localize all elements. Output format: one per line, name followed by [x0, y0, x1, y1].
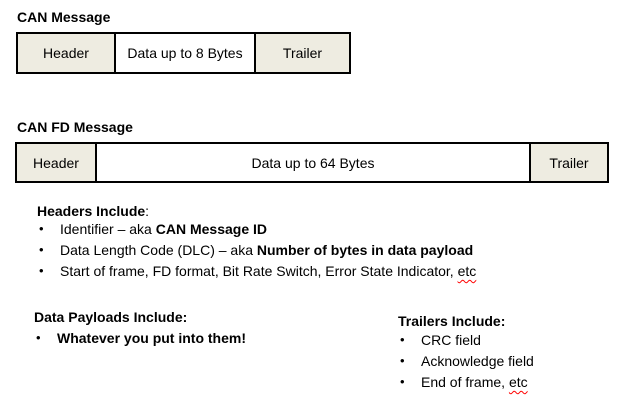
headers-include-heading: Headers Include: — [37, 203, 149, 219]
spellcheck-word: etc — [508, 374, 528, 390]
list-item: • Acknowledge field — [398, 353, 534, 369]
bullet-text-plain: CRC field — [421, 332, 481, 348]
list-item: • Identifier – aka CAN Message ID — [37, 221, 476, 237]
list-item: • Whatever you put into them! — [34, 330, 246, 346]
can-fd-header-label: Header — [33, 154, 79, 171]
can-message-diagram: Header Data up to 8 Bytes Trailer — [16, 32, 351, 74]
bullet-text-bold: CAN Message ID — [155, 221, 267, 237]
list-item: • End of frame, etc — [398, 374, 534, 390]
bullet-text-plain: End of frame, — [421, 374, 509, 390]
can-data-box: Data up to 8 Bytes — [114, 32, 256, 74]
bullet-text-bold: Whatever you put into them! — [57, 330, 246, 346]
can-fd-header-box: Header — [15, 142, 97, 183]
can-header-box: Header — [16, 32, 116, 74]
headers-include-bullet-list: • Identifier – aka CAN Message ID • Data… — [37, 221, 476, 284]
bullet-icon: • — [400, 332, 405, 347]
can-message-title: CAN Message — [17, 9, 111, 25]
can-fd-trailer-label: Trailer — [549, 154, 589, 171]
bullet-text-plain: Start of frame, FD format, Bit Rate Swit… — [60, 263, 458, 279]
can-fd-data-label: Data up to 64 Bytes — [251, 154, 375, 171]
bullet-icon: • — [39, 242, 44, 257]
list-item: • Start of frame, FD format, Bit Rate Sw… — [37, 263, 476, 279]
bullet-icon: • — [36, 330, 41, 345]
bullet-text-bold: Number of bytes in data payload — [256, 242, 474, 258]
can-trailer-box: Trailer — [254, 32, 351, 74]
headers-include-heading-colon: : — [145, 203, 150, 219]
list-item: • CRC field — [398, 332, 534, 348]
trailers-include-heading: Trailers Include: — [398, 313, 506, 329]
data-payloads-bullet-list: • Whatever you put into them! — [34, 330, 246, 351]
bullet-icon: • — [400, 374, 405, 389]
list-item: • Data Length Code (DLC) – aka Number of… — [37, 242, 476, 258]
can-fd-data-box: Data up to 64 Bytes — [95, 142, 531, 183]
can-header-label: Header — [43, 45, 89, 61]
spellcheck-word: etc — [457, 263, 477, 279]
bullet-text-plain: Data Length Code (DLC) – aka — [60, 242, 257, 258]
data-payloads-heading: Data Payloads Include: — [34, 309, 188, 325]
can-data-label: Data up to 8 Bytes — [127, 45, 243, 61]
trailers-include-bullet-list: • CRC field • Acknowledge field • End of… — [398, 332, 534, 395]
can-fd-trailer-box: Trailer — [529, 142, 609, 183]
bullet-text-plain: Identifier – aka — [60, 221, 156, 237]
can-fd-message-title: CAN FD Message — [17, 119, 133, 135]
bullet-text-plain: Acknowledge field — [421, 353, 534, 369]
bullet-icon: • — [400, 353, 405, 368]
bullet-icon: • — [39, 221, 44, 236]
bullet-icon: • — [39, 263, 44, 278]
can-fd-message-diagram: Header Data up to 64 Bytes Trailer — [15, 142, 609, 183]
can-trailer-label: Trailer — [282, 45, 323, 61]
headers-include-heading-text: Headers Include — [37, 203, 146, 219]
